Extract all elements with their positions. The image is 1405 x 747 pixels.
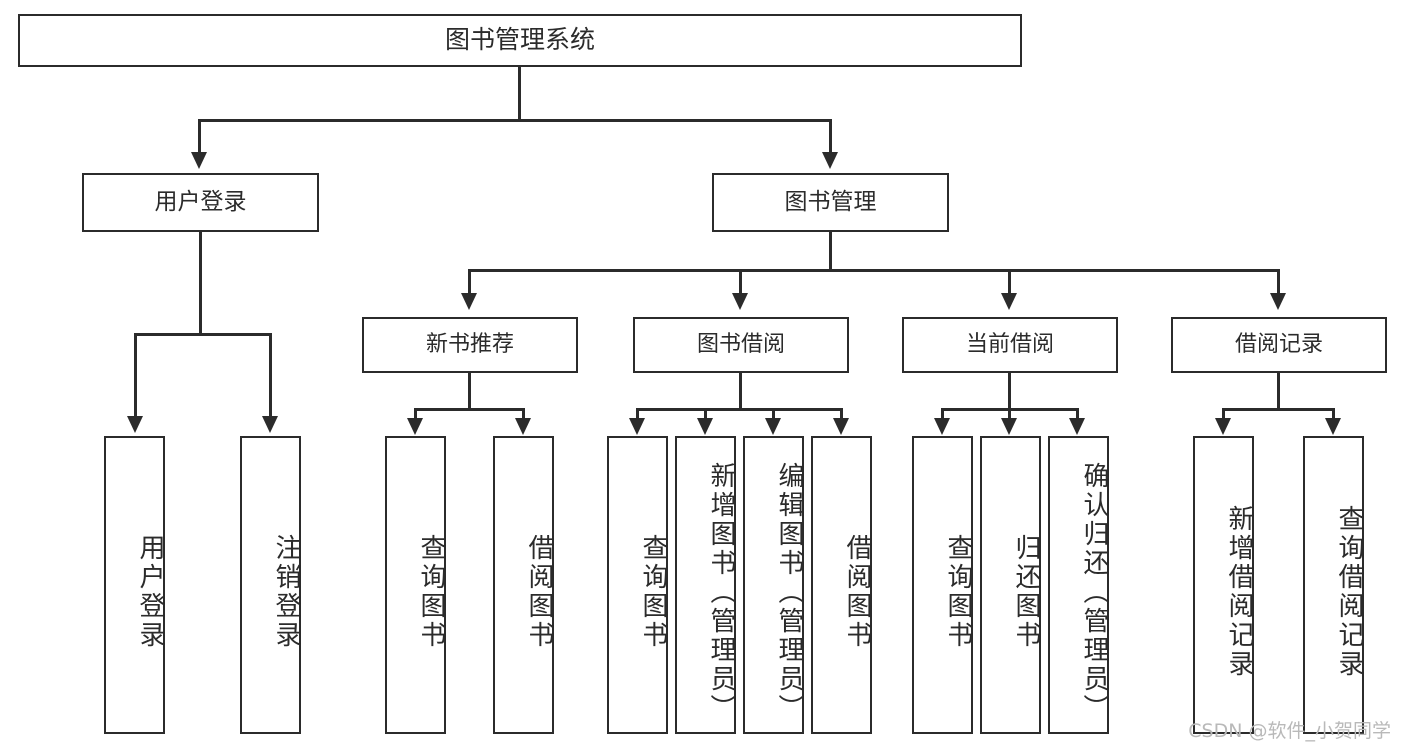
node-label: 确认归还（管理员） [1079,461,1109,723]
connector-new-book-to-leaf-2 [522,408,525,420]
arrow-new-book-to-leaf-1 [407,418,423,435]
node-label: 借阅记录 [1234,332,1323,358]
node-label: 用户登录 [135,534,165,650]
leaf-current-borrow-return[interactable]: 归还图书 [980,436,1041,734]
connector-book-manage-bar [468,269,1280,272]
connector-book-borrow-stem [739,373,742,411]
connector-current-borrow-to-leaf-1 [941,408,944,420]
connector-root-stem [518,67,521,120]
leaf-book-borrow-edit[interactable]: 编辑图书（管理员） [743,436,804,734]
connector-book-borrow-to-leaf-1 [636,408,639,420]
connector-book-borrow-to-leaf-4 [840,408,843,420]
node-label: 图书管理系统 [444,25,595,55]
leaf-user-login-signin[interactable]: 用户登录 [104,436,165,734]
connector-user-login-bar [134,333,272,336]
connector-borrow-record-to-leaf-2 [1332,408,1335,420]
node-label: 图书借阅 [696,332,785,358]
connector-new-book-stem [468,373,471,411]
leaf-borrow-record-query[interactable]: 查询借阅记录 [1303,436,1364,734]
arrow-book-borrow-to-leaf-2 [697,418,713,435]
connector-book-manage-to-new-book [468,269,471,295]
node-current-borrow[interactable]: 当前借阅 [902,317,1118,373]
connector-book-manage-to-book-borrow [739,269,742,295]
arrow-root-to-book-manage [822,152,838,169]
node-book-borrow[interactable]: 图书借阅 [633,317,849,373]
connector-new-book-to-leaf-1 [414,408,417,420]
connector-book-borrow-to-leaf-3 [772,408,775,420]
arrow-new-book-to-leaf-2 [515,418,531,435]
leaf-borrow-record-add[interactable]: 新增借阅记录 [1193,436,1254,734]
arrow-book-borrow-to-leaf-3 [765,418,781,435]
node-label: 编辑图书（管理员） [774,461,804,723]
node-label: 查询图书 [416,534,446,650]
node-root-system[interactable]: 图书管理系统 [18,14,1022,67]
connector-root-to-book-manage [829,119,832,155]
leaf-current-borrow-confirm-return[interactable]: 确认归还（管理员） [1048,436,1109,734]
connector-book-borrow-to-leaf-2 [704,408,707,420]
leaf-current-borrow-query[interactable]: 查询图书 [912,436,973,734]
connector-user-login-to-leaf-2 [269,333,272,418]
node-label: 查询图书 [943,534,973,650]
connector-book-manage-to-borrow-record [1277,269,1280,295]
arrow-current-borrow-to-leaf-1 [934,418,950,435]
connector-book-borrow-bar [636,408,843,411]
node-borrow-record[interactable]: 借阅记录 [1171,317,1387,373]
node-label: 当前借阅 [965,332,1054,358]
connector-current-borrow-to-leaf-2 [1008,408,1011,420]
connector-user-login-to-leaf-1 [134,333,137,418]
arrow-borrow-record-to-leaf-1 [1215,418,1231,435]
node-label: 用户登录 [154,189,247,216]
arrow-current-borrow-to-leaf-2 [1001,418,1017,435]
arrow-root-to-user-login [191,152,207,169]
leaf-new-book-borrow[interactable]: 借阅图书 [493,436,554,734]
node-label: 注销登录 [271,534,301,650]
node-label: 图书管理 [784,189,877,216]
connector-current-borrow-stem [1008,373,1011,411]
connector-current-borrow-to-leaf-3 [1076,408,1079,420]
node-label: 新增借阅记录 [1224,505,1254,679]
arrow-borrow-record-to-leaf-2 [1325,418,1341,435]
connector-root-bar [198,119,832,122]
node-new-book-recommend[interactable]: 新书推荐 [362,317,578,373]
node-user-login[interactable]: 用户登录 [82,173,319,232]
arrow-book-borrow-to-leaf-4 [833,418,849,435]
leaf-book-borrow-add[interactable]: 新增图书（管理员） [675,436,736,734]
arrow-book-manage-to-new-book [461,293,477,310]
arrow-current-borrow-to-leaf-3 [1069,418,1085,435]
arrow-book-borrow-to-leaf-1 [629,418,645,435]
connector-book-manage-to-current-borrow [1008,269,1011,295]
node-label: 借阅图书 [524,534,554,650]
leaf-user-login-signout[interactable]: 注销登录 [240,436,301,734]
node-label: 查询图书 [638,534,668,650]
node-book-management[interactable]: 图书管理 [712,173,949,232]
connector-borrow-record-to-leaf-1 [1222,408,1225,420]
connector-root-to-user-login [198,119,201,155]
arrow-user-login-to-leaf-1 [127,416,143,433]
leaf-book-borrow-query[interactable]: 查询图书 [607,436,668,734]
connector-borrow-record-bar [1222,408,1335,411]
arrow-book-manage-to-book-borrow [732,293,748,310]
connector-user-login-stem [199,232,202,336]
leaf-book-borrow-borrow[interactable]: 借阅图书 [811,436,872,734]
connector-new-book-bar [414,408,525,411]
connector-book-manage-stem [829,232,832,272]
arrow-book-manage-to-borrow-record [1270,293,1286,310]
node-label: 查询借阅记录 [1334,505,1364,679]
connector-borrow-record-stem [1277,373,1280,411]
node-label: 归还图书 [1011,534,1041,650]
node-label: 新增图书（管理员） [706,461,736,723]
arrow-user-login-to-leaf-2 [262,416,278,433]
node-label: 新书推荐 [425,332,514,358]
arrow-book-manage-to-current-borrow [1001,293,1017,310]
leaf-new-book-query[interactable]: 查询图书 [385,436,446,734]
node-label: 借阅图书 [842,534,872,650]
